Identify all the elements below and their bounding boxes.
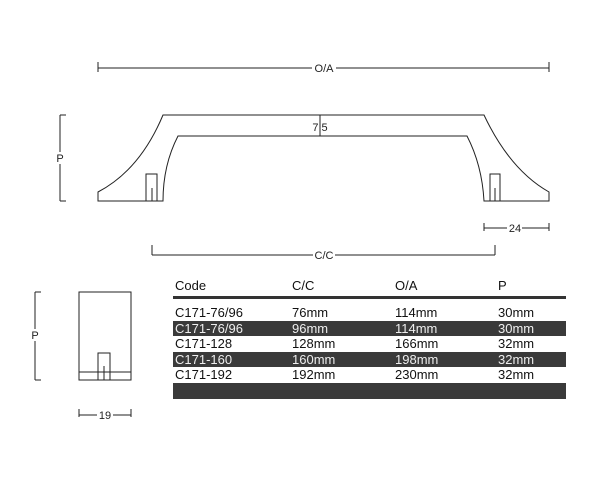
table-cell: 128mm [292,336,336,352]
table-cell: C171-160 [175,351,233,367]
table-row: C171-76/96 96mm 114mm 30mm [173,320,566,337]
handle-side-view: P 19 [29,291,132,422]
table-cell: 96mm [292,320,329,336]
table-cell: 76mm [292,305,329,320]
header-oa: O/A [395,278,418,293]
header-cc: C/C [292,278,315,293]
table-cell: C171-192 [175,367,233,383]
table-header: Code C/C O/A P [173,278,566,299]
table-row: C171-128 128mm 166mm 32mm [173,336,566,352]
table-row: C171-76/96 76mm 114mm 30mm [173,305,566,321]
side-width-label: 19 [99,410,111,422]
table-row: C171-160 160mm 198mm 32mm [173,351,566,368]
centers-label: C/C [315,250,334,262]
projection-label: P [56,153,63,165]
table-cell: 32mm [498,351,535,367]
table-cell: 192mm [292,367,336,383]
table-cell: 30mm [498,305,535,320]
handle-front-view: 7 5 [97,114,550,202]
side-projection-label: P [31,330,38,342]
projection-dimension: P [54,114,66,202]
table-cell: C171-128 [175,336,233,352]
table-row: C171-192 192mm 230mm 32mm [173,367,566,383]
table-cell: 166mm [395,336,439,352]
overall-label: O/A [315,63,335,75]
table-cell: 160mm [292,351,336,367]
table-cell: 230mm [395,367,439,383]
table-cell: C171-76/96 [175,305,243,320]
thickness-label: 7 5 [312,122,327,134]
header-code: Code [175,278,207,293]
table-cell: 198mm [395,351,439,367]
table-cell: 30mm [498,320,535,336]
centers-dimension: C/C [151,245,496,262]
table-row [173,382,566,399]
table-cell: 114mm [395,320,438,336]
overall-dimension: O/A [97,62,550,75]
foot-width-dimension: 24 [483,222,550,235]
table-cell: C171-76/96 [175,320,243,336]
table-cell: 114mm [395,305,438,320]
foot-width-label: 24 [509,223,521,235]
table-cell: 32mm [498,336,535,352]
header-p: P [498,278,507,293]
table-cell: 32mm [498,367,535,383]
